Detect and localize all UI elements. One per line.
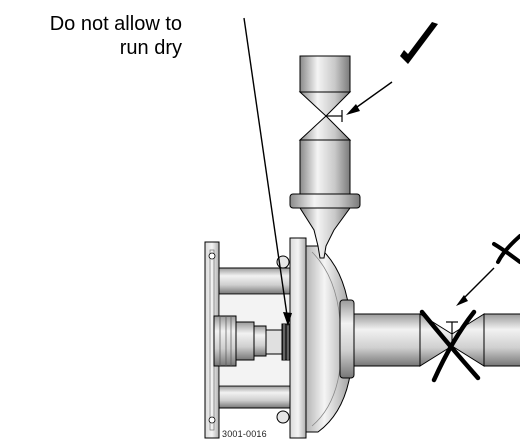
cross-mark-icon <box>492 234 520 264</box>
warning-line-2: run dry <box>119 37 182 59</box>
inlet-pipe <box>339 299 520 379</box>
outlet-pipe <box>289 55 361 259</box>
run-dry-warning: Do not allow to run dry <box>6 12 182 60</box>
inlet-valve-arrow <box>459 267 495 303</box>
inlet-valve-arrowhead <box>456 295 468 306</box>
check-mark-icon <box>400 22 438 64</box>
warning-leader-line <box>243 17 289 323</box>
valve-arrowhead <box>346 104 360 115</box>
prohibited-valve-cross-icon <box>419 309 481 383</box>
warning-arrowhead <box>283 312 292 326</box>
warning-line-1: Do not allow to <box>49 13 182 35</box>
figure-code: 3001-0016 <box>222 429 267 439</box>
